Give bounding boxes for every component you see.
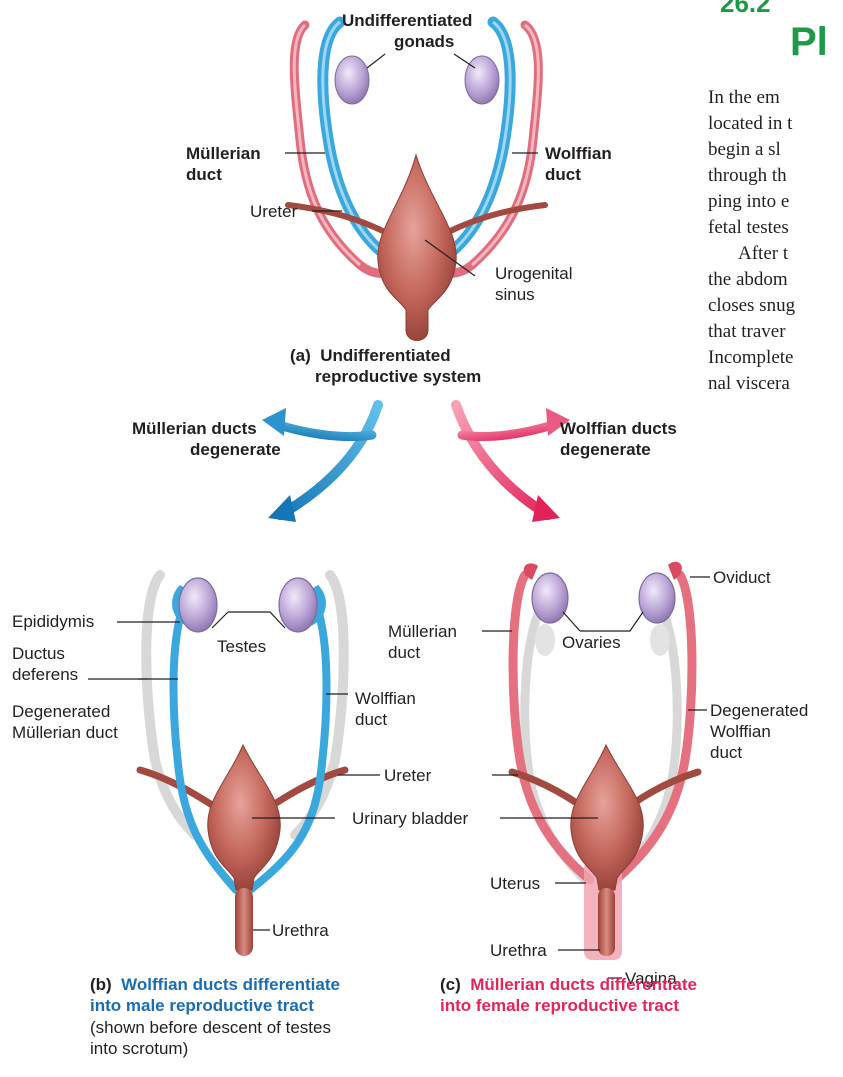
body-line: In the em: [708, 85, 843, 111]
panel-a-gonad-left: [335, 56, 369, 104]
label-urinary-bladder: Urinary bladder: [352, 808, 468, 829]
caption-b-note: (shown before descent of testes into scr…: [90, 1017, 331, 1059]
panel-c-ovary-left: [532, 573, 568, 623]
label-testes: Testes: [217, 636, 266, 657]
label-undifferentiated-gonads: Undifferentiated gonads: [342, 10, 472, 52]
label-wolffian-duct-b: Wolffian duct: [355, 688, 416, 730]
label-wolffian-degenerate: Wolffian ducts degenerate: [560, 418, 677, 460]
section-number: 26.2: [720, 0, 771, 19]
panel-b-urethra: [235, 888, 253, 956]
body-line: through th: [708, 163, 843, 189]
label-urethra-b: Urethra: [272, 920, 329, 941]
label-wolffian-duct-a: Wolffian duct: [545, 143, 612, 185]
panel-b-illustration: [88, 575, 380, 956]
label-uterus: Uterus: [490, 873, 540, 894]
body-line: Incomplete: [708, 345, 843, 371]
body-text: In the em located in t begin a sl throug…: [708, 85, 843, 397]
body-line: closes snug: [708, 293, 843, 319]
label-mullerian-duct-a: Müllerian duct: [186, 143, 261, 185]
label-mullerian-degenerate: Müllerian ducts degenerate: [132, 418, 281, 460]
panel-b-testis-left: [179, 578, 217, 632]
body-line: located in t: [708, 111, 843, 137]
caption-c: (c) Müllerian ducts differentiate into f…: [440, 974, 697, 1016]
panel-c-illustration: [482, 562, 710, 978]
panel-a-gonad-right: [465, 56, 499, 104]
arrow-wolffian-degenerate: [456, 405, 570, 522]
caption-b: (b) Wolffian ducts differentiate into ma…: [90, 974, 340, 1016]
section-title: Pl: [790, 20, 828, 65]
label-ureter-a: Ureter: [250, 201, 297, 222]
panel-c-ovary-right: [639, 573, 675, 623]
body-line: ping into e: [708, 189, 843, 215]
label-mullerian-duct-c: Müllerian duct: [388, 621, 457, 663]
label-urogenital-sinus: Urogenital sinus: [495, 263, 573, 305]
panel-a-urogenital-sinus: [378, 155, 456, 341]
caption-a: (a) Undifferentiated reproductive system: [290, 345, 481, 387]
body-line: nal viscera: [708, 371, 843, 397]
panel-c-urethra: [598, 888, 615, 956]
label-epididymis: Epididymis: [12, 611, 94, 632]
body-line: that traver: [708, 319, 843, 345]
label-degenerated-mullerian: Degenerated Müllerian duct: [12, 701, 118, 743]
body-line: the abdom: [708, 267, 843, 293]
label-oviduct: Oviduct: [713, 567, 771, 588]
label-ureter: Ureter: [384, 765, 431, 786]
label-ductus-deferens: Ductus deferens: [12, 643, 78, 685]
label-urethra-c: Urethra: [490, 940, 547, 961]
body-line: begin a sl: [708, 137, 843, 163]
label-degenerated-wolffian: Degenerated Wolffian duct: [710, 700, 808, 763]
panel-b-testis-right: [279, 578, 317, 632]
label-ovaries: Ovaries: [562, 632, 621, 653]
body-line: After t: [708, 241, 843, 267]
body-line: fetal testes: [708, 215, 843, 241]
